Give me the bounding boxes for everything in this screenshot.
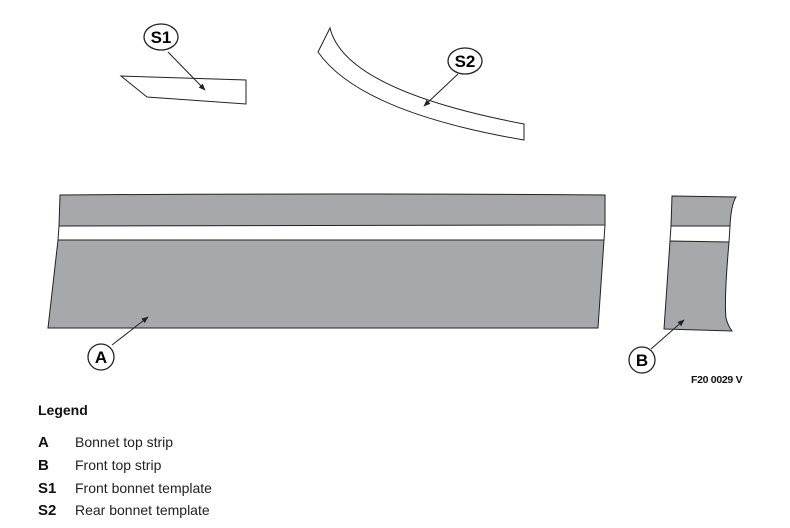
b-leader-arrow <box>650 319 685 350</box>
bonnet-top-strip-a <box>47 193 606 329</box>
front-bonnet-template-s1 <box>119 75 247 105</box>
rear-bonnet-template-s2 <box>317 26 525 141</box>
svg-text:A: A <box>95 348 107 367</box>
legend-title: Legend <box>38 402 88 418</box>
a-leader-arrow <box>111 316 149 346</box>
s1-leader-arrow <box>167 51 206 91</box>
s2-leader-arrow <box>423 73 459 107</box>
callout-s2: S2 <box>447 47 483 75</box>
svg-text:B: B <box>636 351 648 370</box>
legend-item: B Front top strip <box>38 457 161 474</box>
callout-a: A <box>87 343 115 371</box>
callout-b: B <box>628 346 656 374</box>
legend-text: Bonnet top strip <box>75 434 174 450</box>
legend-text: Rear bonnet template <box>75 502 210 518</box>
legend-item: A Bonnet top strip <box>38 434 173 451</box>
legend-key: S1 <box>38 480 57 497</box>
legend-text: Front bonnet template <box>75 480 212 496</box>
parts-diagram: S1 S2 A B <box>47 23 737 374</box>
legend-key: B <box>38 457 49 474</box>
svg-text:S1: S1 <box>151 28 172 47</box>
legend-text: Front top strip <box>75 457 162 473</box>
legend-key: S2 <box>38 502 57 519</box>
front-top-strip-b <box>663 195 737 332</box>
legend-key: A <box>38 434 49 451</box>
legend-item: S1 Front bonnet template <box>38 480 212 497</box>
legend-item: S2 Rear bonnet template <box>38 502 210 519</box>
figure-id: F20 0029 V <box>691 374 743 386</box>
callout-s1: S1 <box>143 23 179 51</box>
svg-text:S2: S2 <box>455 52 476 71</box>
